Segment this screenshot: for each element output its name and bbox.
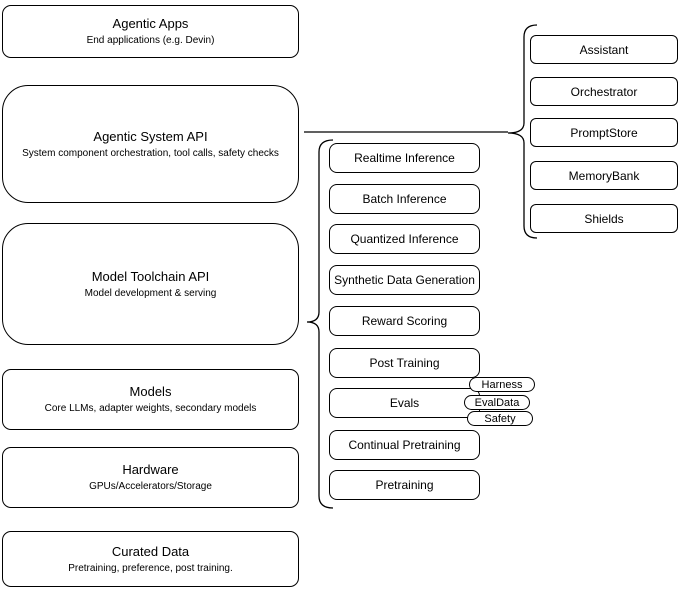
node-orchestrator: Orchestrator [530, 77, 678, 106]
node-hardware: Hardware GPUs/Accelerators/Storage [2, 447, 299, 508]
node-reward-scoring: Reward Scoring [329, 306, 480, 336]
node-models: Models Core LLMs, adapter weights, secon… [2, 369, 299, 430]
node-synthetic-data-generation: Synthetic Data Generation [329, 265, 480, 295]
node-continual-pretraining: Continual Pretraining [329, 430, 480, 460]
node-batch-inference: Batch Inference [329, 184, 480, 214]
node-agentic-apps-title: Agentic Apps [112, 16, 189, 31]
node-curated-data: Curated Data Pretraining, preference, po… [2, 531, 299, 587]
node-quantized-inference: Quantized Inference [329, 224, 480, 254]
node-models-title: Models [129, 384, 172, 399]
node-post-training: Post Training [329, 348, 480, 378]
node-pretraining: Pretraining [329, 470, 480, 500]
node-hardware-title: Hardware [122, 462, 179, 477]
tag-evaldata: EvalData [464, 395, 530, 410]
node-promptstore: PromptStore [530, 118, 678, 147]
node-model-toolchain-api-title: Model Toolchain API [91, 268, 210, 284]
node-hardware-subtitle: GPUs/Accelerators/Storage [89, 481, 212, 492]
node-curated-data-title: Curated Data [111, 543, 190, 559]
node-memorybank: MemoryBank [530, 161, 678, 190]
node-assistant: Assistant [530, 35, 678, 64]
node-agentic-apps: Agentic Apps End applications (e.g. Devi… [2, 5, 299, 58]
tag-safety: Safety [467, 411, 533, 426]
node-evals: Evals [329, 388, 480, 418]
node-agentic-system-api-subtitle: System component orchestration, tool cal… [22, 147, 279, 159]
node-agentic-system-api: Agentic System API System component orch… [2, 85, 299, 203]
node-shields: Shields [530, 204, 678, 233]
node-models-subtitle: Core LLMs, adapter weights, secondary mo… [44, 403, 257, 414]
node-model-toolchain-api-subtitle: Model development & serving [84, 287, 217, 299]
node-model-toolchain-api: Model Toolchain API Model development & … [2, 223, 299, 345]
node-agentic-apps-subtitle: End applications (e.g. Devin) [86, 35, 215, 46]
tag-harness: Harness [469, 377, 535, 392]
node-agentic-system-api-title: Agentic System API [93, 128, 208, 144]
node-curated-data-subtitle: Pretraining, preference, post training. [68, 562, 233, 574]
node-realtime-inference: Realtime Inference [329, 143, 480, 173]
